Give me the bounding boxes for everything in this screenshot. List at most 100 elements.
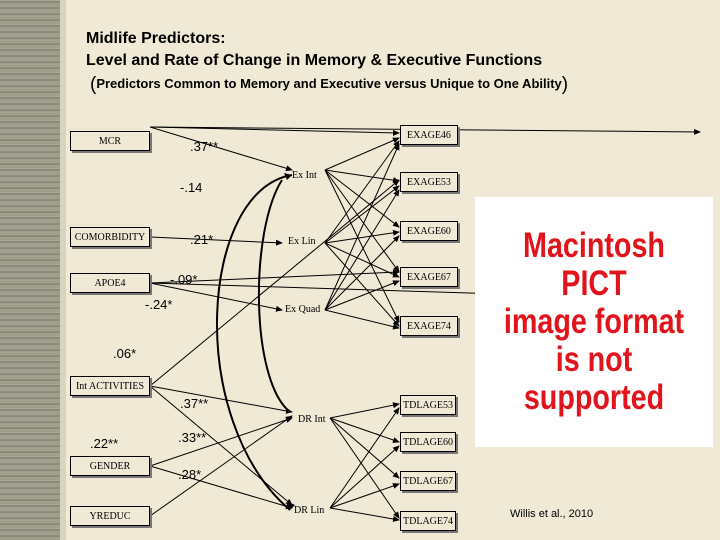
latent-dr-int-label: DR Int — [298, 414, 326, 425]
latent-ex-int: Ex Int — [292, 170, 317, 181]
unsupported-image-placeholder: Macintosh PICT image format is not suppo… — [475, 197, 713, 447]
latent-dr-lin-label: DR Lin — [294, 505, 325, 516]
arrow-drlin-60 — [329, 445, 400, 509]
covariance-exint-drlin — [216, 174, 293, 511]
node-exage74: EXAGE74 — [400, 316, 458, 336]
title-line-1: Midlife Predictors: — [86, 30, 226, 47]
arrow-mcr-exage46 — [149, 126, 400, 136]
latent-dr-int: DR Int — [298, 414, 326, 425]
latent-ex-quad: Ex Quad — [285, 304, 320, 315]
latent-ex-quad-label: Ex Quad — [285, 304, 321, 315]
arrow-exlin-74 — [324, 242, 400, 327]
latent-dr-lin: DR Lin — [294, 505, 324, 516]
coefficient-activities-exage: -.14 — [180, 180, 203, 195]
node-apoe4-label: APOE4 — [94, 277, 126, 289]
node-tdlage53: TDLAGE53 — [400, 395, 456, 415]
arrow-drlin-53 — [329, 407, 400, 509]
node-exage67-label: EXAGE67 — [407, 271, 451, 283]
arrow-exlin-67 — [324, 242, 400, 278]
arrow-drint-74 — [329, 417, 400, 519]
latent-ex-lin: Ex Lin — [288, 236, 316, 247]
arrow-drlin-67 — [329, 483, 400, 509]
title-line-2: Level and Rate of Change in Memory & Exe… — [86, 52, 543, 69]
node-apoe4: APOE4 — [70, 273, 150, 293]
arrow-exint-53 — [324, 169, 400, 184]
node-tdlage67: TDLAGE67 — [400, 471, 456, 491]
covariance-exint-drint — [257, 179, 291, 413]
node-mcr-label: MCR — [98, 135, 122, 147]
coefficient-activities-drint: .37** — [180, 396, 209, 411]
slide-title: Midlife Predictors: Level and Rate of Ch… — [86, 28, 542, 72]
arrow-yreduc-drint — [149, 415, 293, 517]
arrow-apoe4-exage67 — [149, 269, 400, 284]
arrow-exquad-74 — [324, 309, 400, 330]
arrow-exquad-53 — [324, 189, 400, 311]
arrow-exlin-46 — [324, 140, 400, 244]
node-exage53-label: EXAGE53 — [407, 176, 451, 188]
arrow-drint-53 — [329, 402, 400, 419]
arrow-exquad-46 — [324, 143, 400, 311]
slide-subtitle: (Predictors Common to Memory and Executi… — [90, 72, 569, 95]
node-gender-label: GENDER — [89, 460, 131, 472]
arrow-exquad-60 — [324, 235, 400, 311]
stripe-edge — [60, 0, 66, 540]
node-tdlage53-label: TDLAGE53 — [403, 399, 453, 411]
open-paren: ( — [90, 74, 97, 95]
arrow-gender-drlin — [149, 465, 293, 510]
coefficient-activities-drlin: .06* — [113, 346, 137, 361]
covariance-arcs — [216, 174, 293, 511]
node-int-activities-label: Int ACTIVITIES — [75, 380, 145, 392]
arrow-drint-67 — [329, 417, 400, 479]
node-exage46-label: EXAGE46 — [407, 129, 451, 141]
placeholder-line-3: is not supported — [523, 340, 665, 417]
node-gender: GENDER — [70, 456, 150, 476]
node-exage67: EXAGE67 — [400, 267, 458, 287]
coefficient-yreduc-drint: .33** — [178, 430, 207, 445]
decorative-stripe — [0, 0, 60, 540]
arrow-activities-drint — [149, 385, 293, 414]
node-int-activities: Int ACTIVITIES — [70, 376, 150, 396]
arrow-exlin-60 — [324, 229, 400, 244]
placeholder-line-1: Macintosh PICT — [523, 226, 665, 303]
placeholder-line-2: image format — [503, 302, 685, 341]
node-exage74-label: EXAGE74 — [407, 320, 451, 332]
arrow-drlin-74 — [329, 507, 400, 522]
node-tdlage60-label: TDLAGE60 — [403, 436, 453, 448]
arrow-gender-drint — [149, 417, 293, 467]
coefficient-mcr: .37** — [190, 139, 219, 154]
node-yreduc: YREDUC — [70, 506, 150, 526]
coefficient-gender-drlin: .28* — [178, 467, 202, 482]
arc-head-drlin — [288, 502, 295, 510]
arrow-exint-46 — [324, 137, 400, 171]
node-exage60: EXAGE60 — [400, 221, 458, 241]
coefficient-apoe4-quad: -.24* — [145, 297, 173, 312]
node-yreduc-label: YREDUC — [89, 510, 131, 522]
arrow-comorbidity-exlin — [149, 236, 283, 246]
coefficient-gender-drint: .22** — [90, 436, 119, 451]
arrow-activities-drlin — [149, 385, 293, 506]
node-mcr: MCR — [70, 131, 150, 151]
node-tdlage60: TDLAGE60 — [400, 432, 456, 452]
arrow-drint-60 — [329, 417, 400, 443]
node-exage53: EXAGE53 — [400, 172, 458, 192]
close-paren: ) — [561, 74, 569, 95]
arrow-exint-60 — [324, 169, 400, 228]
subtitle-text: Predictors Common to Memory and Executiv… — [96, 76, 562, 91]
arrow-exint-74 — [324, 169, 400, 323]
coefficient-apoe4-exage: -.09* — [170, 272, 198, 287]
coefficient-comorbidity: .21* — [190, 232, 214, 247]
arc-head-exint — [284, 173, 292, 180]
placeholder-text: Macintosh PICT image format is not suppo… — [475, 227, 713, 417]
arrow-mcr-exint — [149, 126, 293, 172]
node-tdlage74: TDLAGE74 — [400, 511, 456, 531]
arrow-exquad-67 — [324, 280, 400, 311]
arrow-exint-67 — [324, 169, 400, 273]
node-comorbidity-label: COMORBIDITY — [74, 231, 146, 243]
latent-ex-int-label: Ex Int — [292, 170, 317, 181]
node-tdlage74-label: TDLAGE74 — [403, 515, 453, 527]
node-exage46: EXAGE46 — [400, 125, 458, 145]
node-comorbidity: COMORBIDITY — [70, 227, 150, 247]
citation: Willis et al., 2010 — [510, 508, 594, 520]
arrow-exlin-53 — [324, 185, 400, 244]
latent-ex-lin-label: Ex Lin — [288, 236, 316, 247]
